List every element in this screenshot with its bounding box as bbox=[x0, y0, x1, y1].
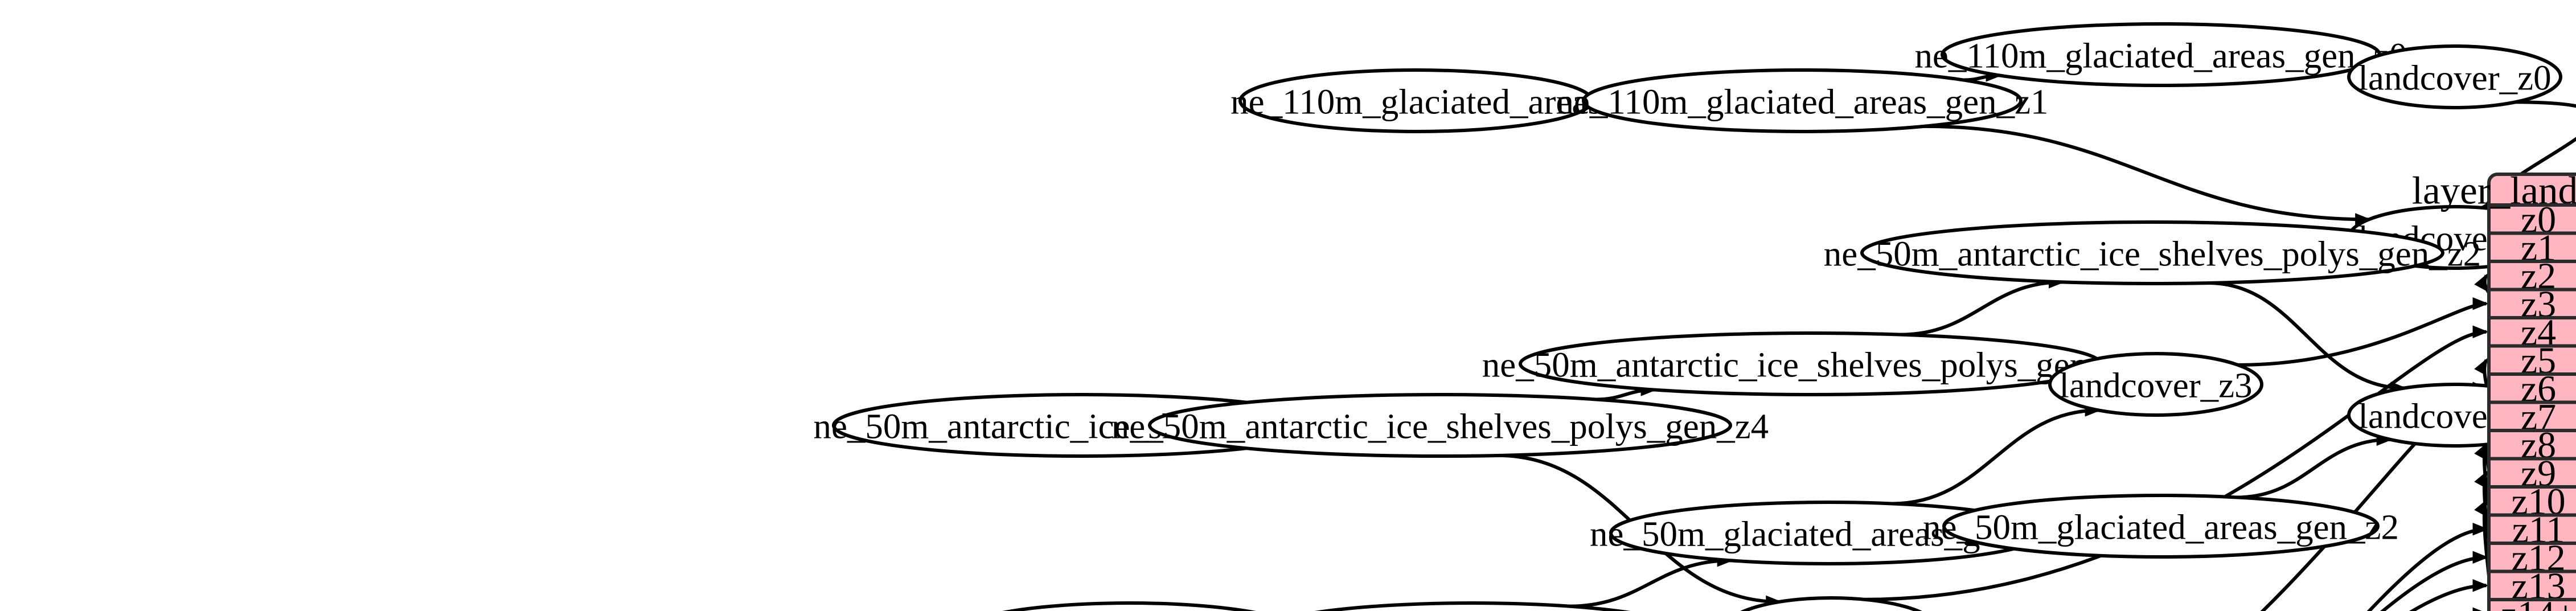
edge-arrowhead bbox=[2472, 297, 2489, 310]
edge-ne_110m_glaciated_areas_gen_z1-to-landcover_z1 bbox=[1924, 124, 2369, 222]
node-label: ne_110m_glaciated_areas_gen_z0 bbox=[1914, 35, 2407, 75]
node-label: landcover_z0 bbox=[2358, 58, 2551, 97]
node-ne_110m_glaciated_areas_gen_z0[interactable]: ne_110m_glaciated_areas_gen_z0 bbox=[1914, 22, 2407, 87]
node-label: landcover_z3 bbox=[2059, 365, 2252, 405]
node-ne_50m_antarctic_ice_shelves_polys_gen_z3[interactable]: ne_50m_antarctic_ice_shelves_polys_gen_z… bbox=[1482, 331, 2139, 396]
node-ne_50m_glaciated_areas_gen_z4[interactable]: ne_50m_glaciated_areas_gen_z4 bbox=[1234, 601, 1711, 611]
edge-arrowhead bbox=[2472, 325, 2489, 338]
edge-arrowhead bbox=[2472, 607, 2482, 611]
node-label: ne_110m_glaciated_areas_gen_z1 bbox=[1556, 81, 2048, 121]
node-ne_110m_glaciated_areas[interactable]: ne_110m_glaciated_areas bbox=[1230, 68, 1602, 133]
edge-arrowhead bbox=[2472, 579, 2489, 592]
node-shape-ellipse bbox=[1740, 596, 1922, 611]
node-label: ne_50m_glaciated_areas_gen_z2 bbox=[1923, 507, 2399, 547]
edge-ne_50m_antarctic_ice_shelves_polys_gen_z3-to-ne_50m_antarctic_ice_shelves_polys_gen_z2 bbox=[1900, 280, 2063, 337]
node-shape-ellipse bbox=[1582, 68, 2023, 133]
edge-ne_50m_glaciated_areas_gen_z4-to-ne_50m_glaciated_areas_gen_z3 bbox=[1569, 559, 1731, 608]
node-shape-ellipse bbox=[1314, 601, 1631, 611]
edge-arrowhead bbox=[2474, 358, 2488, 375]
record-row-z14+[interactable]: z14+ bbox=[2501, 594, 2576, 611]
edge-arrowhead bbox=[2472, 523, 2489, 536]
record-node-layer-landcover[interactable]: layer_landcoverz0z1z2z3z4z5z6z7z8z9z10z1… bbox=[2412, 169, 2576, 611]
node-ne_110m_glaciated_areas_gen_z1[interactable]: ne_110m_glaciated_areas_gen_z1 bbox=[1556, 68, 2049, 133]
record-node-layer: layer_landcoverz0z1z2z3z4z5z6z7z8z9z10z1… bbox=[2412, 169, 2576, 611]
node-landcover_z4[interactable]: landcover_z4 bbox=[1725, 596, 1937, 611]
node-shape-ellipse bbox=[1860, 220, 2444, 285]
node-label: ne_50m_antarctic_ice_shelves_polys_gen_z… bbox=[1482, 345, 2139, 384]
node-shape-ellipse bbox=[2048, 351, 2263, 417]
node-ne_50m_glaciated_areas_gen_z2[interactable]: ne_50m_glaciated_areas_gen_z2 bbox=[1923, 493, 2399, 559]
node-shape-ellipse bbox=[1942, 493, 2380, 559]
node-shape-ellipse bbox=[1002, 601, 1257, 611]
edge-osm_landcover_gen_z11-to-layer_landcover-z11 bbox=[2366, 527, 2487, 611]
nodes-layer: imposm3osm_landcover_polygonsimplify_vw_… bbox=[814, 22, 2562, 611]
node-shape-ellipse bbox=[1148, 392, 1732, 458]
edge-landcover_z4-to-layer_landcover-z4 bbox=[1864, 330, 2487, 601]
node-label: ne_50m_antarctic_ice_shelves_polys_gen_z… bbox=[1111, 406, 1769, 446]
node-ne_50m_glaciated_areas[interactable]: ne_50m_glaciated_areas bbox=[952, 601, 1307, 611]
edge-ne_50m_glaciated_areas_gen_z2-to-landcover_z2 bbox=[2237, 437, 2390, 499]
node-label: ne_110m_glaciated_areas bbox=[1230, 81, 1602, 121]
node-label: landcover_z4 bbox=[1734, 609, 1927, 611]
node-label: ne_50m_antarctic_ice_shelves_polys_gen_z… bbox=[1824, 233, 2481, 273]
node-landcover_z0[interactable]: landcover_z0 bbox=[2347, 44, 2562, 109]
edge-ne_50m_antarctic_ice_shelves_polys_gen_z2-to-landcover_z2 bbox=[2208, 281, 2405, 390]
edge-landcover_z3-to-layer_landcover-z3 bbox=[2238, 302, 2487, 367]
edge-arrowhead bbox=[2472, 551, 2489, 564]
node-landcover_z3[interactable]: landcover_z3 bbox=[2048, 351, 2263, 417]
node-ne_50m_antarctic_ice_shelves_polys_gen_z4[interactable]: ne_50m_antarctic_ice_shelves_polys_gen_z… bbox=[1111, 392, 1769, 458]
edge-ne_50m_glaciated_areas_gen_z3-to-landcover_z3 bbox=[1892, 408, 2099, 506]
edge-arrowhead bbox=[2474, 273, 2488, 291]
node-ne_50m_antarctic_ice_shelves_polys_gen_z2[interactable]: ne_50m_antarctic_ice_shelves_polys_gen_z… bbox=[1824, 220, 2481, 285]
node-shape-ellipse bbox=[2347, 44, 2562, 109]
